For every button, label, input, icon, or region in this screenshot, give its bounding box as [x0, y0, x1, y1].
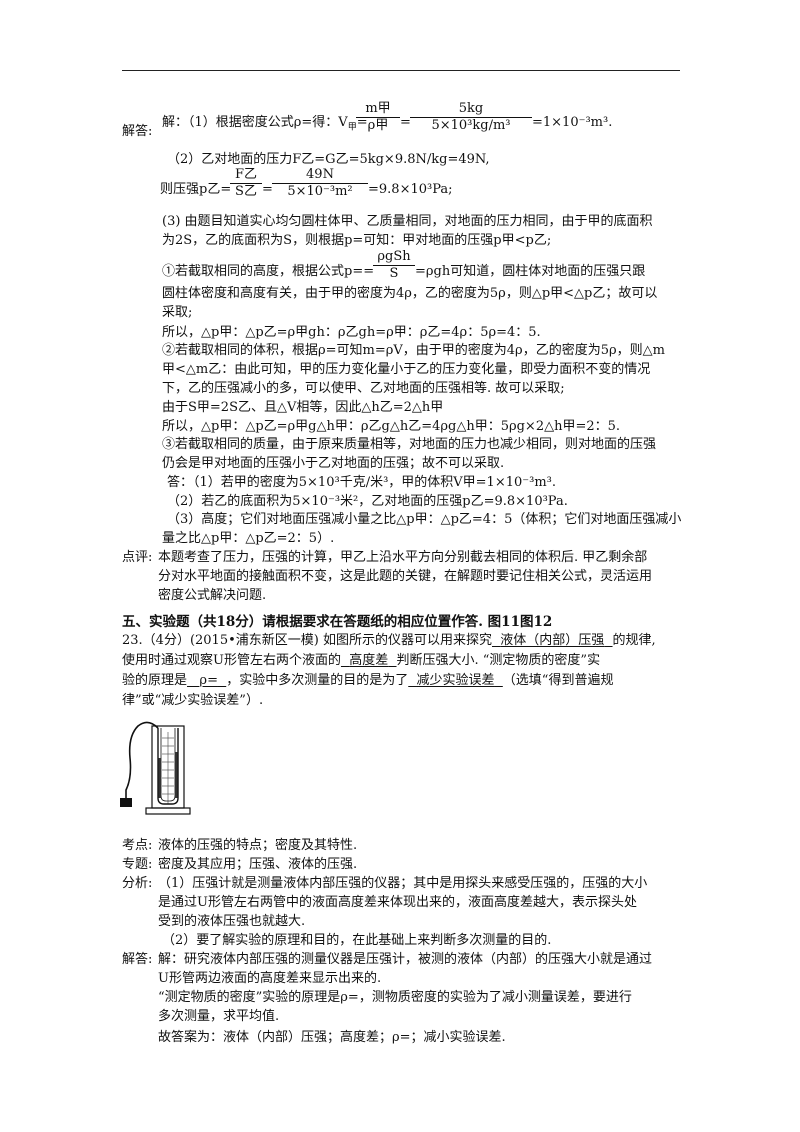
question-line-3: 验的原理是 ρ= ，实验中多次测量的目的是为了 减少实验误差 （选填“得到普遍规	[122, 673, 614, 688]
case1-prefix: ①若截取相同的高度，根据公式p==	[162, 264, 375, 279]
zhuanti-label: 专题:	[122, 857, 153, 872]
answer-label: 解答:	[122, 124, 153, 139]
jieda-line-1: 解：研究液体内部压强的测量仪器是压强计，被测的液体（内部）的压强大小就是通过	[158, 952, 653, 967]
comment-line-3: 密度公式解决问题.	[158, 588, 267, 603]
blank-liquid-pressure: 液体（内部）压强	[500, 633, 605, 648]
solution-step-1: 解：（1）根据密度公式ρ=得：V甲=	[162, 115, 368, 133]
final-answer-2: （2）若乙的底面积为5×10⁻³米²，乙对地面的压强p乙=9.8×10³Pa.	[167, 494, 568, 509]
jieda-line-3: “测定物质的密度”实验的原理是ρ=，测物质密度的实验为了减小测量误差，要进行	[158, 990, 632, 1005]
case2-line-5: 所以，△p甲：△p乙=ρ甲g△h甲：ρ乙g△h乙=4ρg△h甲：5ρg×2△h甲…	[162, 419, 621, 434]
part3-line-1: (3) 由题目知道实心均匀圆柱体甲、乙质量相同，对地面的压力相同，由于甲的底面积	[162, 214, 653, 229]
blank-reduce-error: 减少实验误差	[416, 673, 495, 688]
solution-step-2: （2）乙对地面的压力F乙=G乙=5kg×9.8N/kg=49N,	[167, 152, 490, 167]
fenxi-line-2: 是通过U形管左右两管中的液面高度差来体现出来的，液面高度差越大，表示探头处	[158, 895, 637, 910]
section-heading: 五、实验题（共18分）请根据要求在答题纸的相应位置作答. 图11图12	[122, 614, 553, 630]
fenxi-line-3: 受到的液体压强也就越大.	[158, 914, 306, 929]
solution-step-3-prefix: 则压强p乙=	[160, 182, 232, 197]
case1-line-3: 采取;	[162, 305, 193, 320]
zhuanti-text: 密度及其应用；压强、液体的压强.	[158, 857, 358, 872]
jieda-line-4: 多次测量，求平均值.	[158, 1009, 280, 1024]
jieda-line-2: U形管两边液面的高度差来显示出来的.	[158, 971, 382, 986]
comment-line-1: 本题考查了压力，压强的计算，甲乙上沿水平方向分别截去相同的体积后. 甲乙剩余部	[158, 550, 648, 565]
kaodian-label: 考点:	[122, 838, 153, 853]
pressure-gauge-figure	[120, 721, 191, 815]
jieda-label: 解答:	[122, 952, 153, 967]
case2-line-4: 由于S甲=2S乙、且△V相等，因此△h乙=2△h甲	[162, 400, 444, 415]
case2-line-2: 甲<△m乙：由此可知，甲的压力变化量小于乙的压力变化量，即受力面积不变的情况	[162, 362, 651, 377]
case3-line-1: ③若截取相同的质量，由于原来质量相等，对地面的压力也减少相同，则对地面的压强	[162, 437, 657, 452]
volume-result: =1×10⁻³m³.	[532, 115, 613, 130]
question-line-4: 律”或“减少实验误差”）.	[122, 693, 264, 708]
case1-line-2: 圆柱体密度和高度有关，由于甲的密度为4ρ，乙的密度为5ρ，则△p甲<△p乙；故可…	[162, 286, 658, 301]
comment-label: 点评:	[122, 550, 153, 565]
case1-line-4: 所以，△p甲：△p乙=ρ甲gh：ρ乙gh=ρ甲：ρ乙=4ρ：5ρ=4：5.	[162, 325, 541, 340]
final-answer-4: 量之比△p甲：△p乙=2：5）.	[162, 531, 335, 546]
fenxi-line-1: （1）压强计就是测量液体内部压强的仪器；其中是用探头来感受压强的，压强的大小	[158, 876, 648, 891]
part3-line-2: 为2S，乙的底面积为S，则根据p=可知：甲对地面的压强p甲<p乙;	[162, 233, 552, 248]
blank-density-formula: ρ=	[199, 673, 218, 688]
pressure-result: =9.8×10³Pa;	[368, 182, 453, 197]
case3-line-2: 仍会是甲对地面的压强小于乙对地面的压强；故不可以采取.	[162, 456, 505, 471]
header-rule	[122, 70, 680, 71]
final-answer-1: 答：（1）若甲的密度为5×10³千克/米³，甲的体积V甲=1×10⁻³m³.	[167, 475, 557, 490]
kaodian-text: 液体的压强的特点；密度及其特性.	[158, 838, 358, 853]
question-line-2: 使用时通过观察U形管左右两个液面的 高度差 判断压强大小. “测定物质的密度”实	[122, 653, 601, 668]
comment-line-2: 分对水平地面的接触面积不变，这是此题的关键，在解题时要记住相关公式，灵活运用	[158, 569, 653, 584]
fenxi-line-4: （2）要了解实验的原理和目的，在此基础上来判断多次测量的目的.	[162, 933, 552, 948]
fenxi-label: 分析:	[122, 876, 153, 891]
blank-height-diff: 高度差	[349, 653, 389, 668]
case1-suffix: =ρgh可知道，圆柱体对地面的压强只跟	[415, 264, 646, 279]
final-answer-3: （3）高度；它们对地面压强减小量之比△p甲：△p乙=4：5（体积；它们对地面压强…	[167, 512, 682, 527]
jieda-line-5: 故答案为：液体（内部）压强；高度差；ρ=；减小实验误差.	[158, 1030, 506, 1045]
case2-line-1: ②若截取相同的体积，根据ρ=可知m=ρV，由于甲的密度为4ρ，乙的密度为5ρ，则…	[162, 343, 665, 358]
case2-line-3: 下，乙的压强减小的多，可以使甲、乙对地面的压强相等. 故可以采取;	[162, 381, 565, 396]
question-line-1: 23.（4分）(2015•浦东新区一模) 如图所示的仪器可以用来探究 液体（内部…	[122, 633, 656, 648]
